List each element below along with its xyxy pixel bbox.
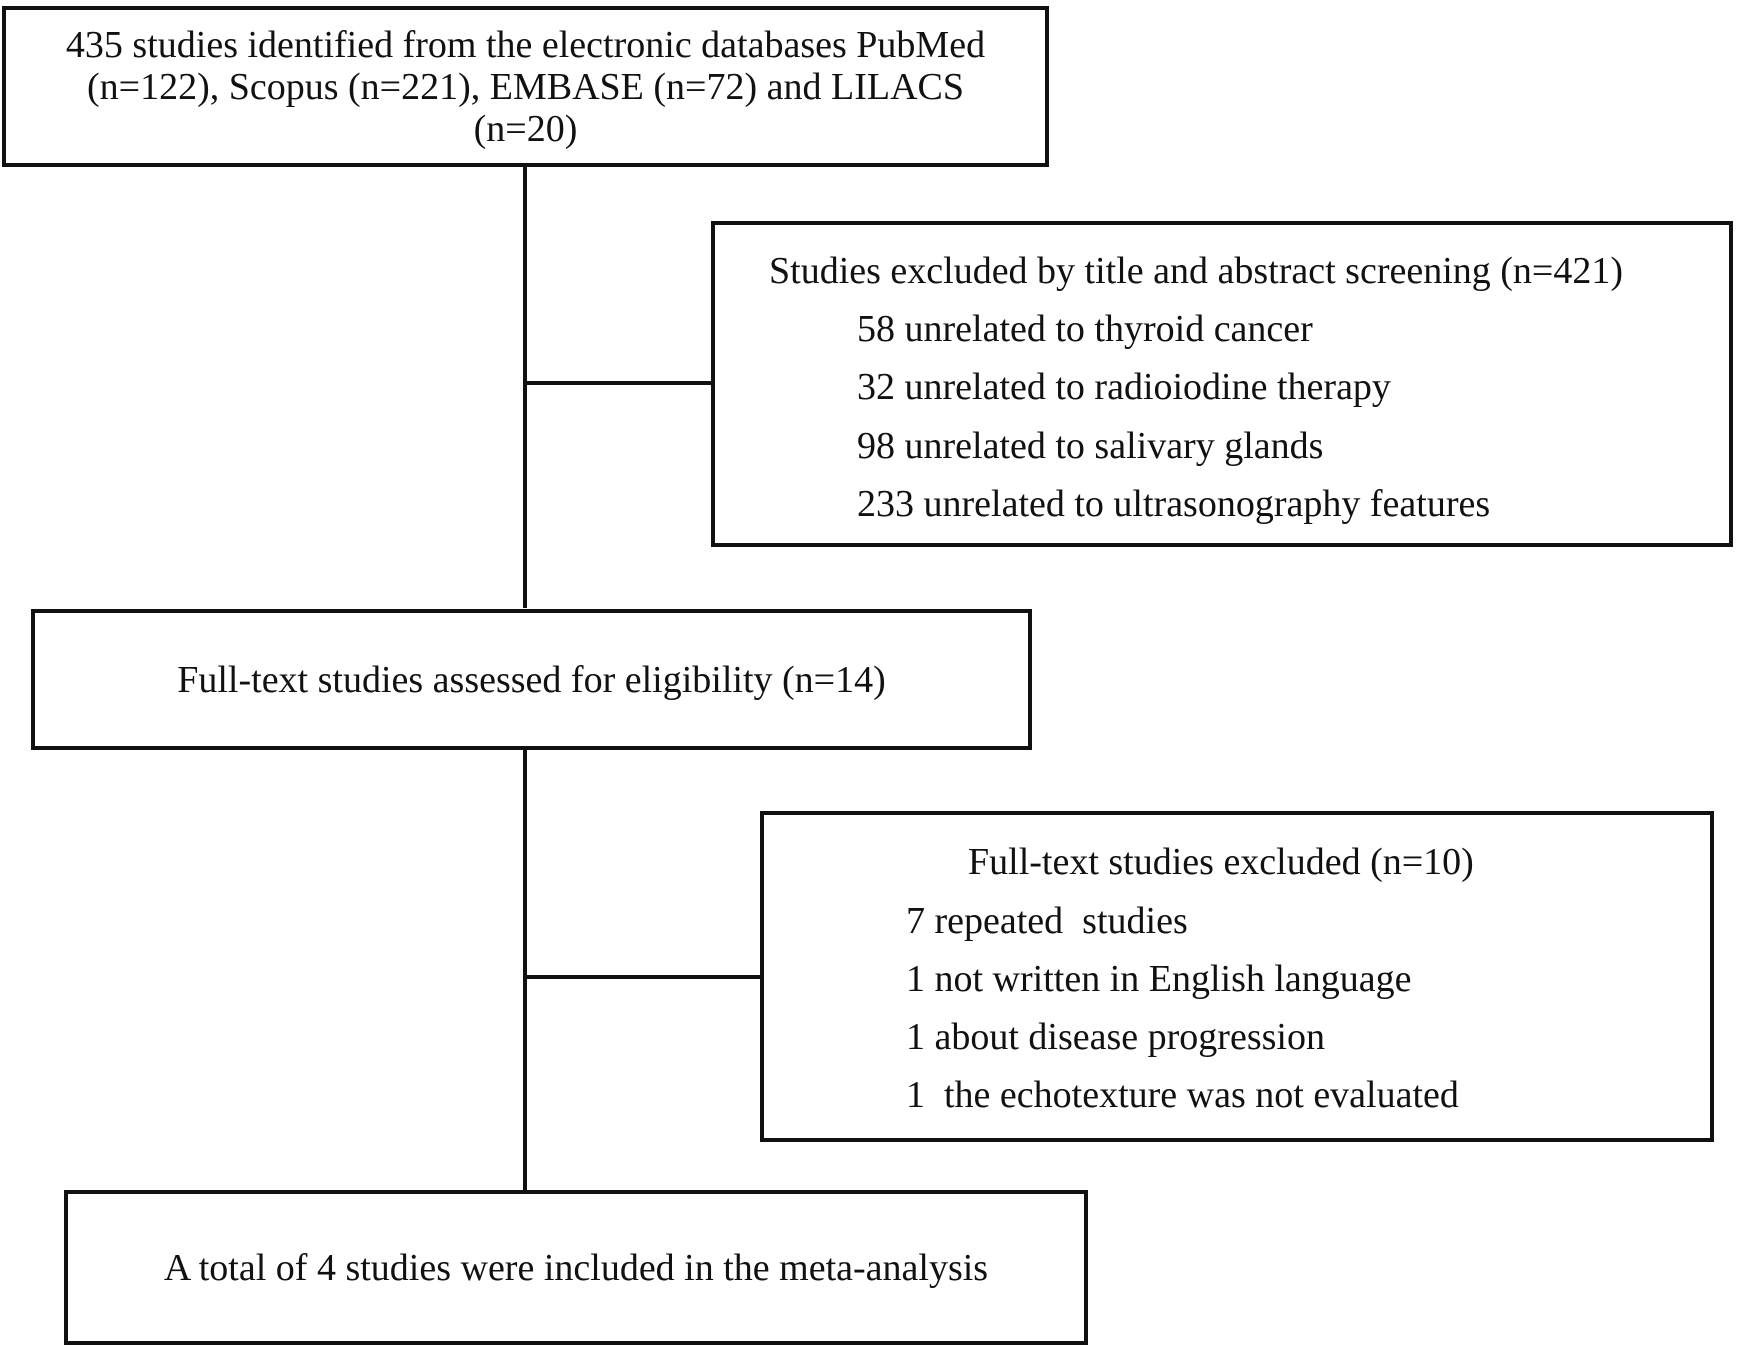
identification-line-3: (n=20) (473, 107, 578, 150)
fulltext-exclusion-item: 1 not written in English language (906, 958, 1412, 1000)
connector-branch-screening (523, 381, 713, 385)
eligibility-box: Full-text studies assessed for eligibili… (31, 609, 1032, 750)
connector-branch-fulltext (523, 975, 763, 979)
fulltext-exclusion-item: 7 repeated studies (906, 900, 1188, 942)
identification-line-1: 435 studies identified from the electron… (65, 23, 986, 66)
screening-exclusion-item: 32 unrelated to radioiodine therapy (857, 366, 1391, 408)
identification-box: 435 studies identified from the electron… (2, 6, 1049, 167)
screening-exclusion-item: 233 unrelated to ultrasonography feature… (857, 483, 1491, 525)
included-box: A total of 4 studies were included in th… (64, 1190, 1088, 1345)
connector-main-bottom (523, 747, 527, 1193)
fulltext-exclusion-heading: Full-text studies excluded (n=10) (968, 841, 1474, 883)
screening-exclusion-box: Studies excluded by title and abstract s… (711, 221, 1733, 547)
fulltext-exclusion-item: 1 the echotexture was not evaluated (906, 1074, 1459, 1116)
connector-main-top (523, 165, 527, 608)
included-label: A total of 4 studies were included in th… (163, 1246, 989, 1289)
fulltext-exclusion-box: Full-text studies excluded (n=10) 7 repe… (760, 811, 1714, 1142)
screening-exclusion-item: 58 unrelated to thyroid cancer (857, 308, 1313, 350)
screening-exclusion-heading: Studies excluded by title and abstract s… (769, 250, 1624, 292)
eligibility-label: Full-text studies assessed for eligibili… (177, 658, 886, 701)
identification-line-2: (n=122), Scopus (n=221), EMBASE (n=72) a… (86, 65, 964, 108)
screening-exclusion-item: 98 unrelated to salivary glands (857, 425, 1324, 467)
fulltext-exclusion-item: 1 about disease progression (906, 1016, 1325, 1058)
